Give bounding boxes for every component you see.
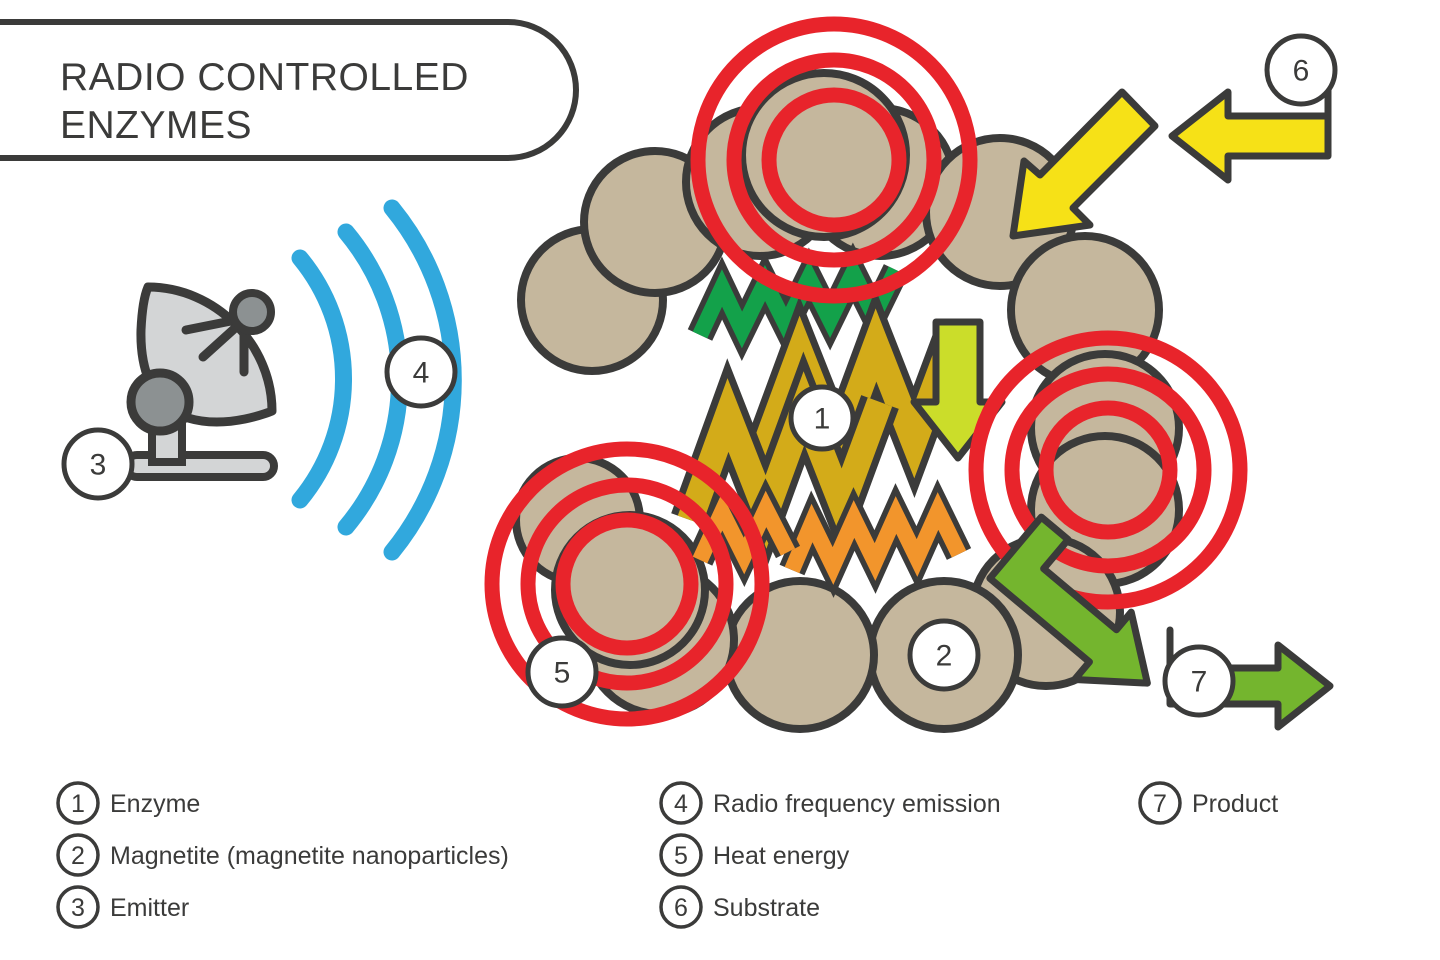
callout-badge-3[interactable]: 3	[61, 427, 135, 501]
substrate-arrow-diagonal	[1009, 88, 1159, 240]
callout-badge-7-circle[interactable]	[1162, 644, 1236, 718]
legend-badge-5-number: 5	[674, 842, 688, 870]
callout-badge-3-circle[interactable]	[61, 427, 135, 501]
zigzag-gold-upper-fill	[749, 308, 965, 485]
callout-badge-7[interactable]: 7	[1162, 644, 1236, 718]
legend-column-1: 1 Enzyme 2 Magnetite (magnetite nanopart…	[56, 781, 509, 929]
legend-item-7[interactable]: 7 Product	[1138, 781, 1278, 825]
heat-rings-left	[484, 441, 770, 727]
callout-badge-5-number: 5	[554, 657, 571, 690]
substrate-incoming-arrow-icon	[1009, 88, 1159, 240]
legend-label-5: Heat energy	[713, 842, 850, 870]
callout-badge-2[interactable]: 2	[907, 618, 981, 692]
substrate-left-arrow-icon	[1168, 78, 1332, 184]
callout-badge-5[interactable]: 5	[525, 635, 599, 709]
zigzag-orange-fill	[784, 492, 967, 585]
legend-label-6: Substrate	[713, 894, 820, 922]
legend-column-3: 7 Product	[1138, 781, 1278, 825]
callout-badge-2-circle[interactable]	[907, 618, 981, 692]
callout-badge-1-circle[interactable]	[788, 384, 856, 452]
callout-badge-4[interactable]: 4	[384, 335, 458, 409]
legend-label-7: Product	[1192, 790, 1278, 818]
callout-badges: 1 2 3 4 5 6 7	[61, 33, 1338, 718]
callout-badge-6-circle[interactable]	[1264, 33, 1338, 107]
heat-rings-right	[968, 330, 1248, 610]
zigzag-gold-lower-fill	[677, 371, 893, 549]
title-line-1: RADIO CONTROLLED	[60, 56, 469, 99]
legend-badge-3-number: 3	[71, 894, 85, 922]
product-outgoing-arrow-icon	[986, 513, 1151, 687]
title-pill: RADIO CONTROLLED ENZYMES	[0, 19, 579, 161]
legend-badge-5	[659, 833, 703, 877]
heat-ring-left-inner	[555, 512, 699, 656]
legend-badge-2-number: 2	[71, 842, 85, 870]
callout-badge-4-number: 4	[413, 357, 430, 390]
product-arrow-diagonal	[986, 513, 1151, 687]
legend-badge-1	[56, 781, 100, 825]
heat-ring-right-middle	[1004, 366, 1212, 574]
legend-label-2: Magnetite (magnetite nanoparticles)	[110, 842, 509, 870]
legend-item-2[interactable]: 2 Magnetite (magnetite nanoparticles)	[56, 833, 509, 877]
callout-badge-6-number: 6	[1293, 55, 1310, 88]
zigzag-wave-gold-upper	[743, 288, 971, 505]
legend-badge-4	[659, 781, 703, 825]
callout-badge-5-circle[interactable]	[525, 635, 599, 709]
title-pill-outline	[0, 19, 579, 161]
title-line-2: ENZYMES	[60, 104, 252, 147]
legend-item-5[interactable]: 5 Heat energy	[659, 833, 850, 877]
radio-arc-inner	[291, 249, 352, 509]
heat-ring-left-outer	[484, 441, 770, 727]
legend-badge-3	[56, 885, 100, 929]
legend-badge-1-number: 1	[71, 790, 85, 818]
callout-badge-1[interactable]: 1	[788, 384, 856, 452]
callout-badge-2-number: 2	[936, 640, 953, 673]
legend-badge-7	[1138, 781, 1182, 825]
legend-item-4[interactable]: 4 Radio frequency emission	[659, 781, 1001, 825]
heat-ring-top-middle	[726, 52, 942, 268]
callout-badge-6[interactable]: 6	[1264, 33, 1338, 107]
legend-item-1[interactable]: 1 Enzyme	[56, 781, 200, 825]
dish-feed-horn	[229, 289, 275, 335]
legend-item-3[interactable]: 3 Emitter	[56, 885, 189, 929]
legend: 1 Enzyme 2 Magnetite (magnetite nanopart…	[56, 781, 1278, 929]
heat-ring-top-inner	[761, 87, 907, 233]
zigzag-wave-gold-lower	[671, 351, 899, 569]
legend-label-1: Enzyme	[110, 790, 200, 818]
callout-badge-4-circle[interactable]	[384, 335, 458, 409]
heat-ring-right-outer	[968, 330, 1248, 610]
callout-badge-3-number: 3	[90, 449, 107, 482]
legend-column-2: 4 Radio frequency emission 5 Heat energy…	[659, 781, 1001, 929]
legend-item-6[interactable]: 6 Substrate	[659, 885, 820, 929]
heat-rings-top	[690, 16, 978, 304]
legend-badge-4-number: 4	[674, 790, 688, 818]
legend-badge-6	[659, 885, 703, 929]
callout-badge-1-number: 1	[814, 403, 831, 436]
legend-badge-2	[56, 833, 100, 877]
dish-hub	[126, 368, 194, 436]
legend-badge-7-number: 7	[1153, 790, 1167, 818]
legend-badge-6-number: 6	[674, 894, 688, 922]
substrate-legend-arrow	[1168, 78, 1332, 184]
zigzag-wave-orange	[779, 479, 972, 598]
heat-ring-top-outer	[690, 16, 978, 304]
callout-badge-7-number: 7	[1191, 666, 1208, 699]
legend-label-3: Emitter	[110, 894, 189, 922]
heat-ring-left-middle	[520, 477, 734, 691]
legend-label-4: Radio frequency emission	[713, 790, 1001, 818]
heat-ring-right-inner	[1038, 400, 1178, 540]
satellite-dish-icon	[122, 282, 278, 481]
